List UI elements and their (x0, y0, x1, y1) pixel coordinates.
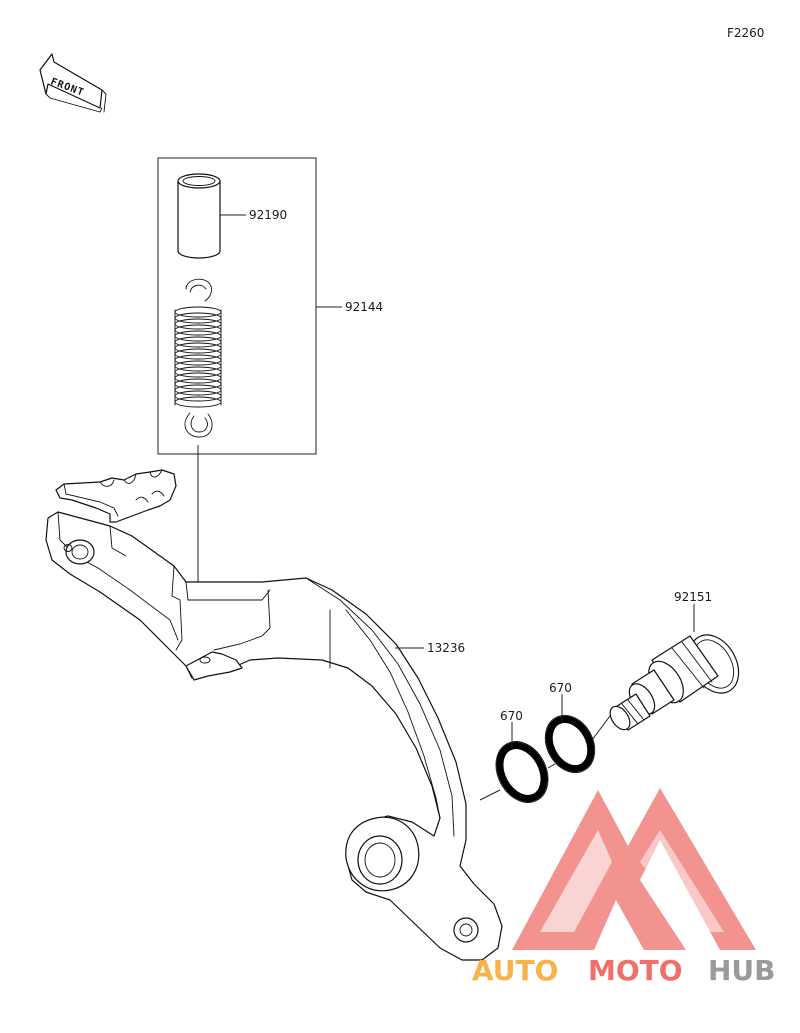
spring-coil (174, 390, 222, 402)
seal-left-part (495, 741, 549, 803)
spring-coil (174, 330, 222, 342)
label-670-left: 670 (500, 709, 523, 723)
spring-coil (174, 318, 222, 330)
seal-right-part (544, 714, 596, 774)
spring-kit-box (157, 157, 317, 455)
spring-coil (174, 354, 222, 366)
diagram-code: F2260 (727, 26, 764, 40)
spring-coil (174, 324, 222, 336)
spring-coil (174, 384, 222, 396)
pivot-bolt-part (609, 634, 740, 731)
watermark-text-moto: MOTO (588, 954, 683, 987)
brake-pedal-part (45, 469, 503, 961)
spring-coil (174, 306, 222, 318)
spring-coil (174, 342, 222, 354)
spring-coil (174, 348, 222, 360)
automotohub-logo: AUTO MOTO HUB (472, 788, 776, 987)
watermark-text-hub: HUB (708, 954, 776, 987)
spring-coil (174, 360, 222, 372)
spring-coil (174, 312, 222, 324)
label-92151: 92151 (674, 590, 712, 604)
spring-coil (174, 378, 222, 390)
watermark-text-auto: AUTO (472, 954, 558, 987)
spring-coil (174, 372, 222, 384)
label-92144: 92144 (345, 300, 383, 314)
watermark-triangle-icon (512, 788, 756, 950)
label-92190: 92190 (249, 208, 287, 222)
spring-part (174, 278, 222, 438)
label-670-right: 670 (549, 681, 572, 695)
collar-part (177, 173, 221, 259)
label-13236: 13236 (427, 641, 465, 655)
spring-coil (174, 336, 222, 348)
front-arrow-icon: FRONT (39, 53, 107, 113)
spring-coil (174, 366, 222, 378)
spring-coil (174, 396, 222, 408)
